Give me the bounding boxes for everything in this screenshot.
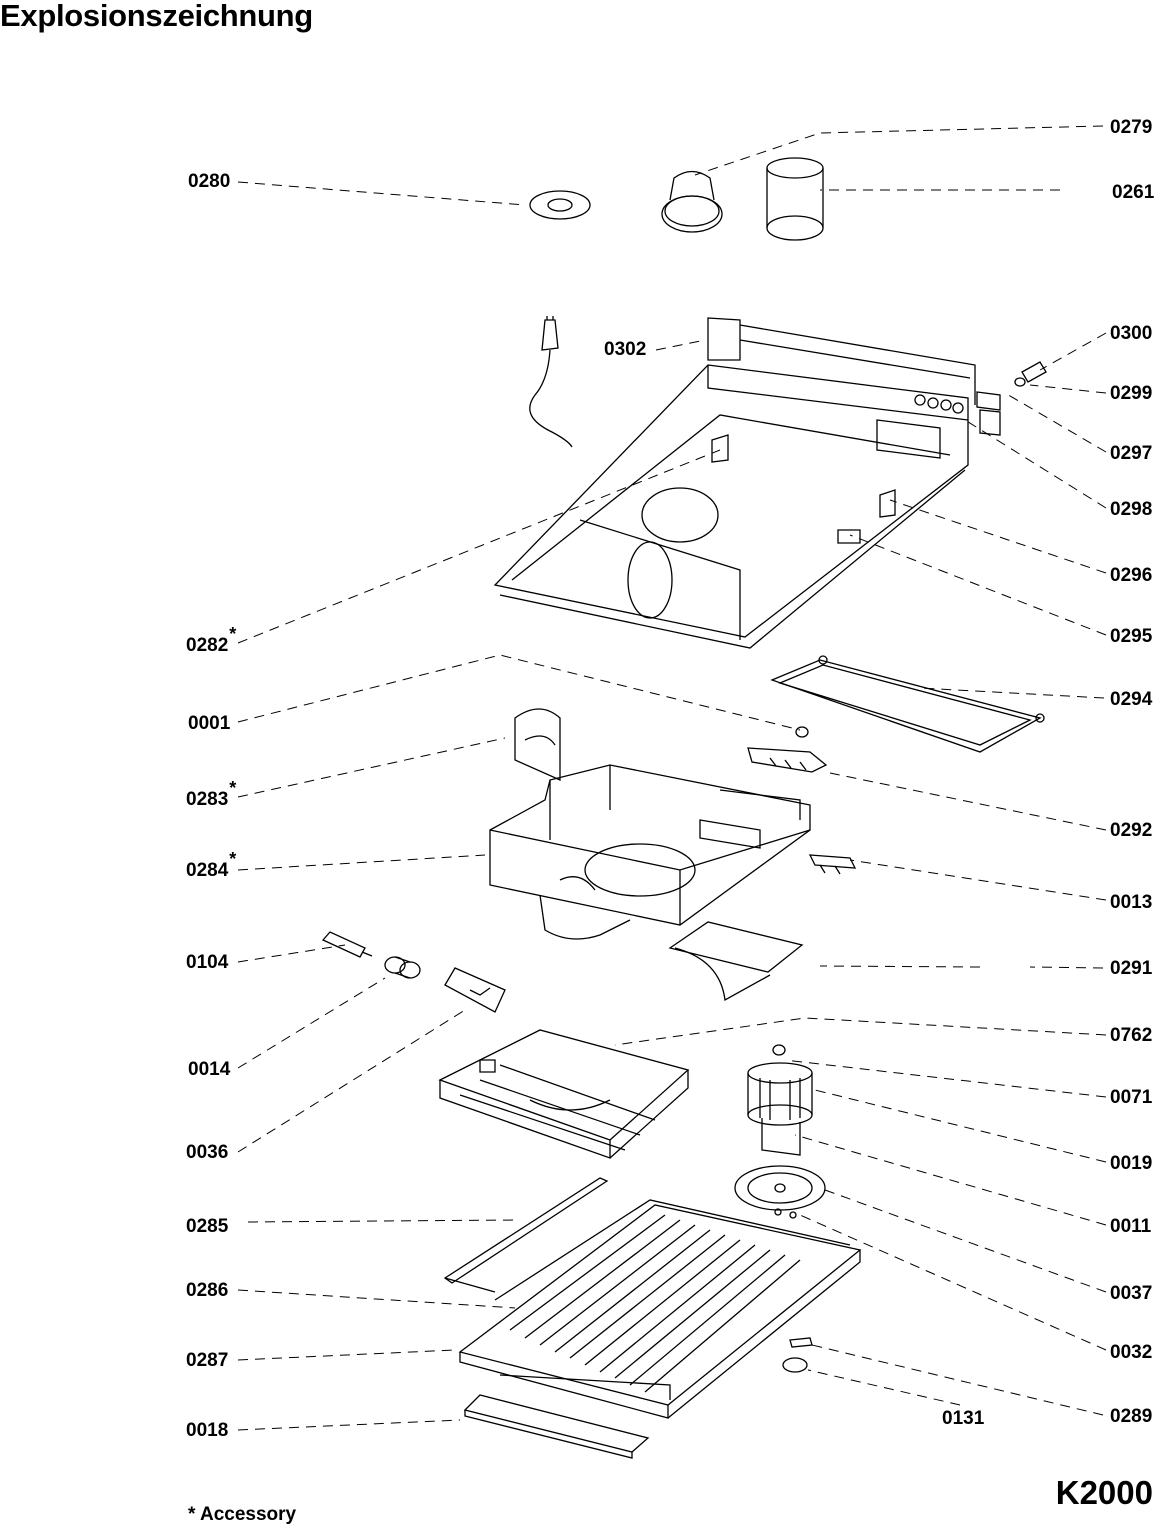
part-0289-0131: [782, 1337, 813, 1373]
label-0279: 0279: [1110, 117, 1153, 138]
label-0131: 0131: [942, 1408, 985, 1429]
label-0104: 0104: [186, 952, 229, 973]
page-title: Explosionszeichnung: [0, 0, 313, 33]
label-0013: 0013: [1110, 892, 1153, 913]
part-0014-lampholder: [384, 956, 421, 979]
label-0296: 0296: [1110, 565, 1153, 586]
part-fan-assembly: [747, 1044, 813, 1156]
label-0297: 0297: [1110, 443, 1153, 464]
label-0280: 0280: [188, 171, 231, 192]
part-hood-housing: [493, 317, 1001, 649]
label-0282: 0282*: [186, 624, 237, 656]
label-0261: 0261: [1112, 182, 1155, 203]
label-0299: 0299: [1110, 383, 1153, 404]
label-0284: 0284*: [186, 849, 237, 881]
accessory-mark: *: [229, 849, 237, 869]
part-0291-filter: [668, 921, 804, 1002]
label-0291: 0291: [1110, 958, 1153, 979]
part-0104-lamp: [321, 931, 373, 958]
label-0071: 0071: [1110, 1087, 1153, 1108]
part-0261-adaptor: [766, 157, 824, 241]
part-0279-collar: [661, 170, 723, 233]
label-0011: 0011: [1110, 1216, 1152, 1237]
label-0036: 0036: [186, 1142, 229, 1163]
part-0762-greasefilter: [438, 1029, 690, 1159]
label-0298: 0298: [1110, 499, 1153, 520]
label-0019: 0019: [1110, 1153, 1153, 1174]
part-0283-chute: [514, 708, 561, 782]
label-0014: 0014: [188, 1059, 231, 1080]
label-0037: 0037: [1110, 1283, 1153, 1304]
label-0295: 0295: [1110, 626, 1153, 647]
label-0286: 0286: [186, 1280, 229, 1301]
label-0762: 0762: [1110, 1025, 1153, 1046]
label-0300: 0300: [1110, 323, 1153, 344]
leader-lines: [237, 125, 1107, 1431]
label-0032: 0032: [1110, 1342, 1153, 1363]
part-power-cord: [529, 316, 573, 448]
label-0287: 0287: [186, 1350, 229, 1371]
label-0302: 0302: [604, 339, 647, 360]
part-0036-lampcover: [444, 967, 506, 1013]
label-0018: 0018: [186, 1420, 229, 1441]
model-code: K2000: [1055, 1474, 1153, 1511]
label-0283: 0283*: [186, 778, 237, 810]
part-0013-terminal: [808, 854, 857, 875]
part-0294-frame: [770, 655, 1045, 753]
label-0001: 0001: [188, 713, 231, 734]
part-0285-strip: [443, 1177, 609, 1293]
part-0284-body: [489, 764, 811, 940]
part-0300-0299: [1014, 361, 1047, 387]
part-motor-plate: [734, 1165, 826, 1219]
label-0294: 0294: [1110, 689, 1153, 710]
accessory-footnote: * Accessory: [188, 1504, 297, 1525]
part-grille-panel: [458, 1199, 862, 1419]
label-0285: 0285: [186, 1216, 229, 1237]
accessory-mark: *: [229, 624, 237, 644]
accessory-mark: *: [229, 778, 237, 798]
part-0280-ring: [529, 190, 591, 220]
part-0292-switch: [747, 747, 828, 773]
label-0292: 0292: [1110, 820, 1153, 841]
part-0001-knob: [795, 726, 809, 738]
label-0289: 0289: [1110, 1406, 1153, 1427]
part-0018-diffuser: [463, 1394, 650, 1459]
